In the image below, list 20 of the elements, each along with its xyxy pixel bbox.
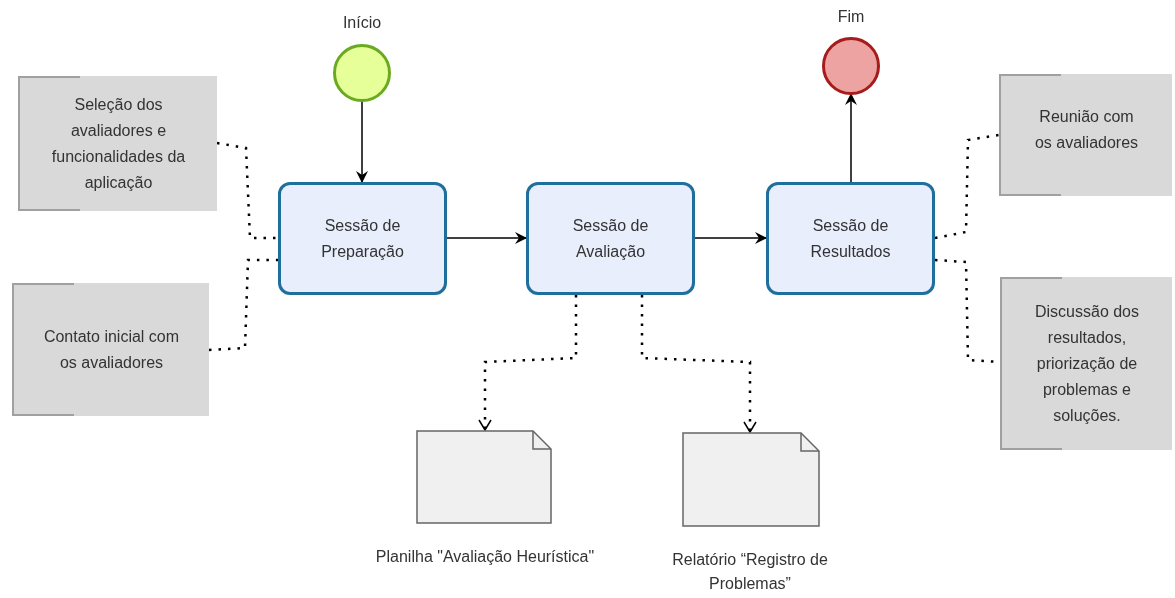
document-caption: Relatório “Registro de Problemas” bbox=[671, 550, 829, 594]
annotation-box: Reunião com os avaliadores bbox=[999, 74, 1172, 196]
association-line bbox=[478, 295, 578, 431]
association-line bbox=[934, 133, 1000, 240]
sequence-arrow bbox=[694, 232, 767, 244]
association-line bbox=[208, 258, 278, 352]
event-label: Fim bbox=[836, 7, 866, 27]
process-box: Sessão de Preparação bbox=[278, 182, 447, 295]
sequence-arrow bbox=[356, 100, 368, 183]
process-box: Sessão de Avaliação bbox=[526, 182, 695, 295]
annotation-box: Discussão dos resultados, priorização de problemas e soluções. bbox=[1000, 277, 1172, 450]
annotation-box: Contato inicial com os avaliadores bbox=[12, 283, 209, 416]
event-label: Início bbox=[341, 13, 383, 33]
association-line bbox=[640, 295, 757, 433]
annotation-box: Seleção dos avaliadores e funcionalidades da aplicação bbox=[18, 76, 217, 211]
sequence-arrow bbox=[446, 232, 527, 244]
sequence-arrow bbox=[845, 93, 857, 183]
document-caption: Planilha "Avaliação Heurística" bbox=[374, 547, 596, 567]
process-box: Sessão de Resultados bbox=[766, 182, 935, 295]
association-line bbox=[216, 141, 278, 240]
